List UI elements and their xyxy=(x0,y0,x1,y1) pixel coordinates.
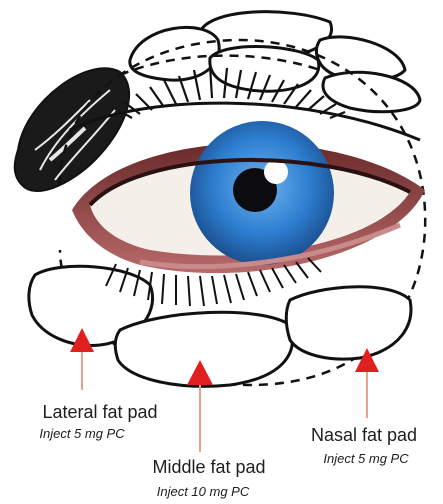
nasal-label: Nasal fat pad Inject 5 mg PC xyxy=(311,425,417,466)
lateral-label: Lateral fat pad Inject 5 mg PC xyxy=(39,402,157,441)
lateral-label-dose: Inject 5 mg PC xyxy=(39,426,125,441)
lateral-label-name: Lateral fat pad xyxy=(42,402,157,422)
middle-label: Middle fat pad Inject 10 mg PC xyxy=(152,457,265,499)
middle-label-name: Middle fat pad xyxy=(152,457,265,477)
light-reflection xyxy=(264,160,288,184)
lower-fat-pads xyxy=(29,266,411,386)
nasal-label-name: Nasal fat pad xyxy=(311,425,417,445)
eye xyxy=(72,121,425,273)
middle-label-dose: Inject 10 mg PC xyxy=(157,484,250,499)
nasal-fat-pad xyxy=(286,287,411,359)
nasal-label-dose: Inject 5 mg PC xyxy=(323,451,409,466)
